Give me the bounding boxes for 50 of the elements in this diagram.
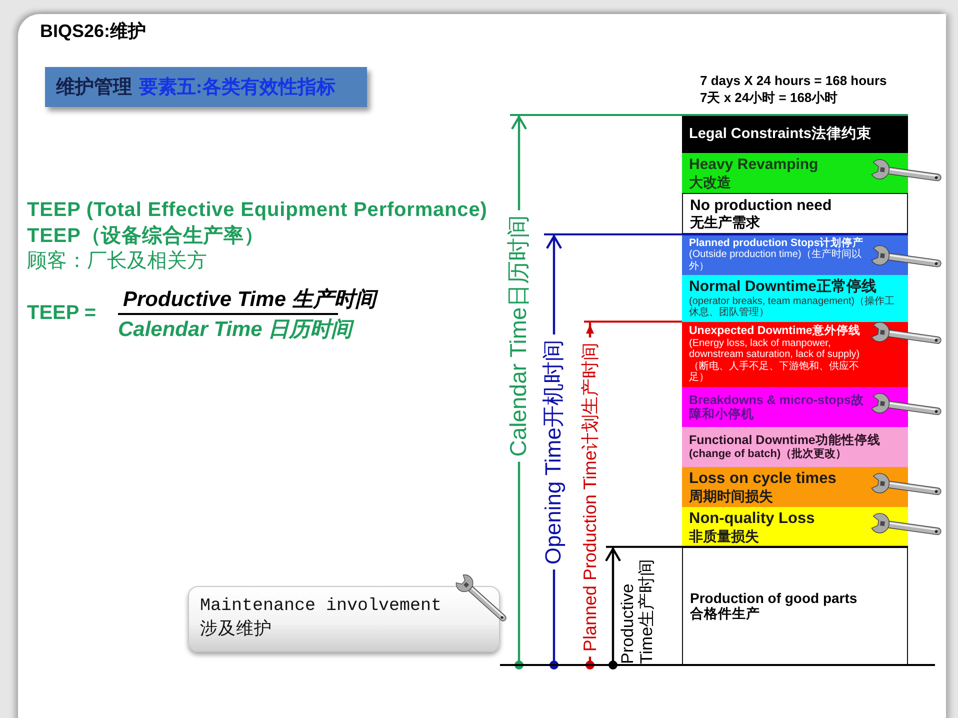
dimension-label: Calendar Time日历时间 xyxy=(506,215,532,457)
category-title: Planned production Stops计划停产 xyxy=(689,237,865,250)
category-title: 周期时间损失 xyxy=(689,488,774,504)
dimension-label: Opening Time开机时间 xyxy=(542,340,566,564)
dimension-label: Productive Time生产时间 xyxy=(618,558,656,664)
dimension-label: Planned Production Time计划生产时间 xyxy=(580,342,600,652)
category-title: Breakdowns & micro-stops故障和小停机 xyxy=(689,392,865,422)
loss-category-bar xyxy=(682,506,908,547)
category-title: Unexpected Downtime意外停线 xyxy=(689,324,862,338)
category-detail: (Energy loss, lack of manpower, downstream saturation, lack of supply)（断电、人手不足、下游饱和、供应不足） xyxy=(689,338,861,384)
calendar-note: 7 days X 24 hours = 168 hours xyxy=(700,74,887,88)
loss-category-bar xyxy=(682,466,908,507)
loss-category-bar xyxy=(682,322,908,387)
category-title: 非质量损失 xyxy=(689,528,760,544)
banner-subheading: 要素五:各类有效性指标 xyxy=(139,76,336,100)
production-box xyxy=(682,546,908,665)
category-title: Non-quality Loss xyxy=(689,510,816,528)
category-title: Loss on cycle times xyxy=(689,470,838,488)
category-title: Production of good parts xyxy=(690,590,858,606)
loss-category-bar xyxy=(682,153,908,193)
banner-heading: 维护管理 xyxy=(56,76,132,100)
category-title: Functional Downtime功能性停线 xyxy=(689,433,882,448)
slide-title: BIQS26:维护 xyxy=(40,20,146,43)
loss-category-bar xyxy=(682,275,908,322)
category-title: Heavy Revamping xyxy=(689,156,820,174)
formula-denominator: Calendar Time 日历时间 xyxy=(118,318,352,342)
loss-category-box xyxy=(682,193,908,234)
category-title: Legal Constraints法律约束 xyxy=(689,126,872,142)
loss-category-bar xyxy=(682,386,908,427)
category-title: 大改造 xyxy=(689,174,732,190)
category-title: 无生产需求 xyxy=(690,214,761,230)
formula-numerator: Productive Time 生产时间 xyxy=(123,288,376,312)
callout-text: 涉及维护 xyxy=(200,619,273,642)
header-banner xyxy=(45,67,367,107)
audience-note: 顾客：厂长及相关方 xyxy=(27,250,207,272)
calendar-note: 7天 x 24小时 = 168小时 xyxy=(700,91,838,106)
callout-box xyxy=(188,586,500,652)
loss-category-bar xyxy=(682,426,908,467)
loss-category-bar xyxy=(682,234,908,276)
category-title: Normal Downtime正常停线 xyxy=(689,278,878,296)
category-detail: (operator breaks, team management)（操作工休息、团队管理） xyxy=(689,296,896,319)
formula-lead: TEEP = xyxy=(27,302,96,324)
metric-name: TEEP (Total Effective Equipment Performance) xyxy=(27,199,488,221)
metric-name: TEEP（设备综合生产率） xyxy=(27,225,264,247)
category-title: 合格件生产 xyxy=(690,606,761,622)
category-detail: (Outside production time)（生产时间以外） xyxy=(689,249,862,272)
category-title: No production need xyxy=(690,197,833,214)
constraint-bar xyxy=(682,115,908,153)
callout-text: Maintenance involvement xyxy=(200,595,443,618)
category-detail: (change of batch)（批次更改） xyxy=(689,448,848,460)
